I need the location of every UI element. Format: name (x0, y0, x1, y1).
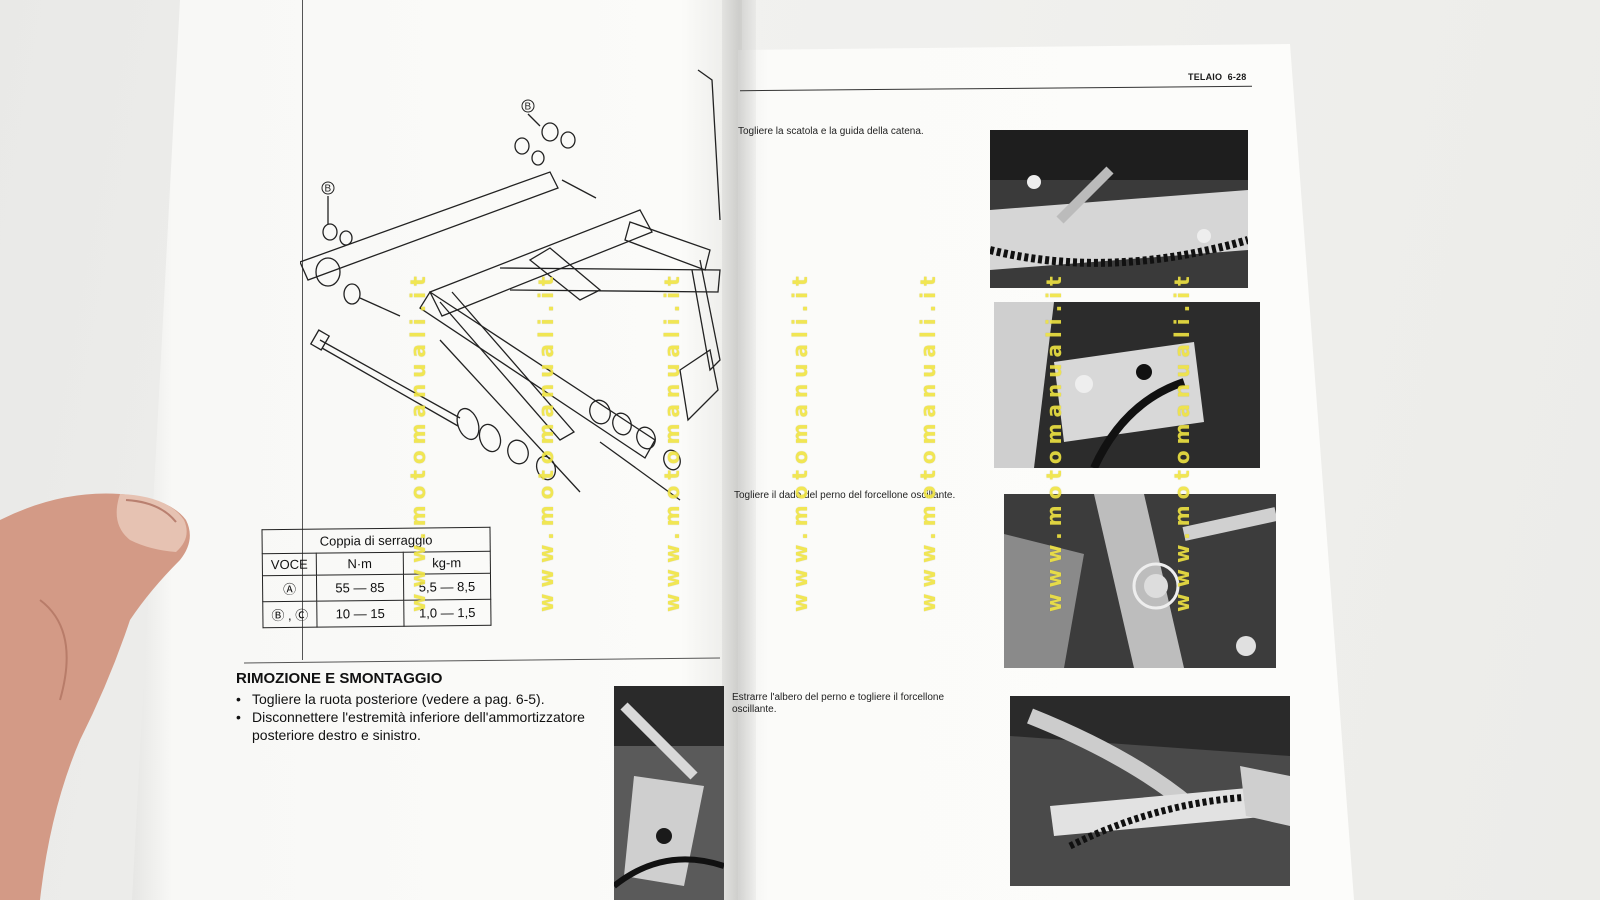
section-bullet-list: Togliere la ruota posteriore (vedere a p… (236, 690, 616, 744)
watermark-text: www.motomanuali.it (1042, 270, 1066, 612)
list-item: Togliere la ruota posteriore (vedere a p… (236, 690, 616, 708)
photo-pivot-nut (1004, 494, 1276, 668)
photo-chain-case (990, 130, 1248, 288)
diagram-label-b-top: B (525, 102, 532, 113)
watermark-text: www.motomanuali.it (916, 270, 940, 612)
watermark-text: www.motomanuali.it (534, 270, 558, 612)
watermark-text: www.motomanuali.it (788, 270, 812, 612)
torque-table-title: Coppia di serraggio (261, 527, 491, 554)
section-title: RIMOZIONE E SMONTAGGIO (236, 670, 443, 687)
torque-item: Ⓑ , Ⓒ (262, 601, 317, 628)
watermark-text: www.motomanuali.it (1170, 270, 1194, 612)
torque-nm: 10 — 15 (316, 600, 404, 628)
book-gutter (722, 0, 756, 900)
table-row: Ⓐ 55 — 85 5,5 — 8,5 (262, 573, 491, 602)
caption-pivot-nut: Togliere il dado del perno del forcellon… (734, 490, 956, 501)
swingarm-exploded-diagram: B B (300, 69, 721, 501)
watermark-text: www.motomanuali.it (660, 270, 684, 612)
torque-col-nm: N·m (316, 552, 404, 576)
page-header: TELAIO 6-28 (1188, 72, 1246, 82)
caption-pivot-shaft: Estrarre l'albero del perno e togliere i… (732, 692, 945, 715)
torque-col-item: VOCE (262, 553, 317, 576)
table-row: Ⓑ , Ⓒ 10 — 15 1,0 — 1,5 (262, 599, 491, 628)
photo-chain-guide (994, 302, 1260, 468)
photo-pivot-shaft (1010, 696, 1290, 886)
hand-holding-manual (0, 493, 190, 900)
torque-item: Ⓐ (262, 575, 317, 602)
photo-shock-mount (614, 686, 724, 900)
caption-chain-case: Togliere la scatola e la guida della cat… (738, 126, 924, 137)
header-page-number: 6-28 (1227, 72, 1247, 82)
torque-table: Coppia di serraggio VOCE N·m kg-m Ⓐ 55 —… (261, 527, 491, 628)
watermark-text: www.motomanuali.it (406, 270, 430, 612)
torque-nm: 55 — 85 (316, 574, 404, 602)
diagram-label-b-left: B (325, 184, 332, 195)
diagram-frame-left (302, 0, 303, 660)
list-item: Disconnettere l'estremità inferiore dell… (236, 708, 616, 744)
header-section: TELAIO (1188, 72, 1223, 82)
